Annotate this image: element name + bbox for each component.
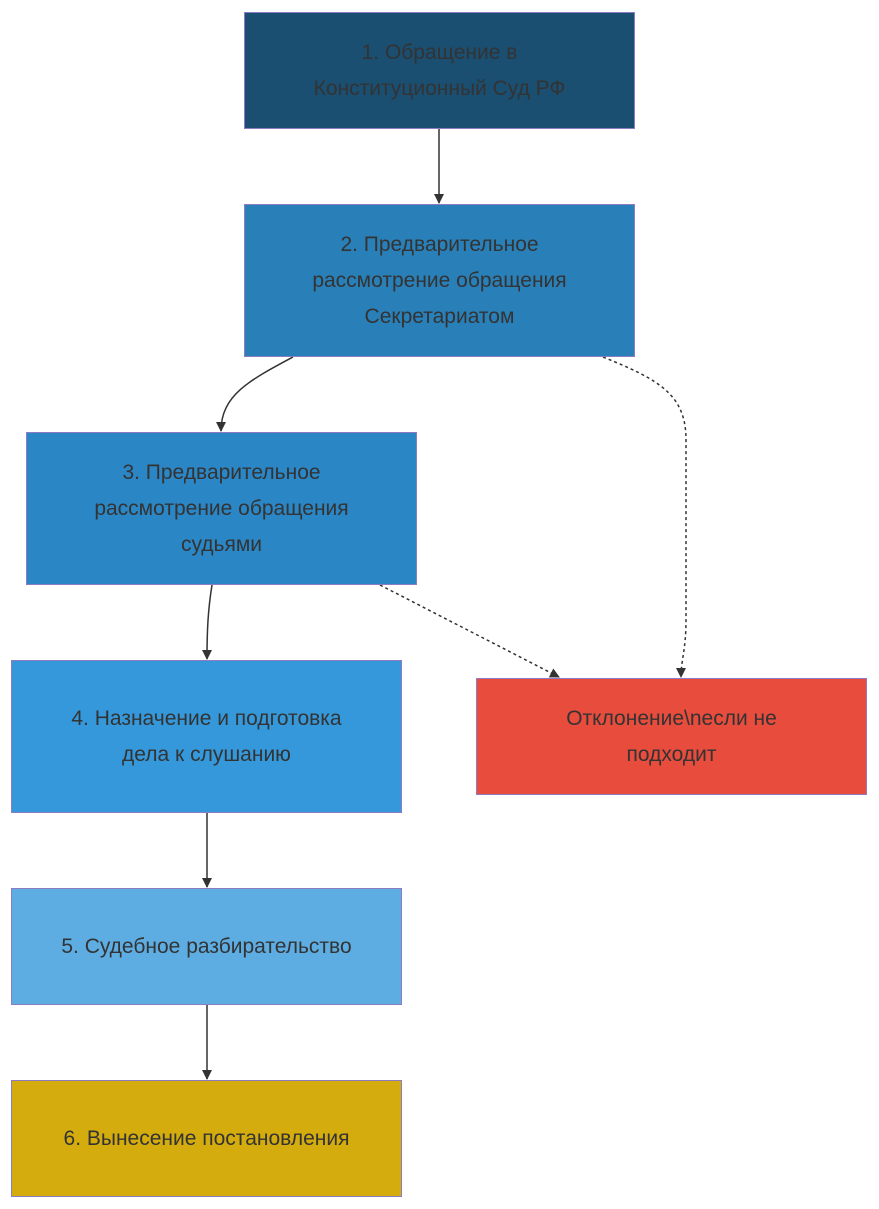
node-rejection: Отклонение\nесли не подходит xyxy=(476,678,867,795)
node-court-hearing: 5. Судебное разбирательство xyxy=(11,888,402,1005)
node-appeal-to-court: 1. Обращение в Конституционный Суд РФ xyxy=(244,12,635,129)
node-appeal-to-court-label: 1. Обращение в Конституционный Суд РФ xyxy=(313,40,566,100)
node-secretariat-review: 2. Предварительное рассмотрение обращени… xyxy=(244,204,635,357)
node-ruling: 6. Вынесение постановления xyxy=(11,1080,402,1197)
node-ruling-label: 6. Вынесение постановления xyxy=(63,1126,350,1150)
node-judges-review: 3. Предварительное рассмотрение обращени… xyxy=(26,432,417,585)
node-judges-review-label: 3. Предварительное рассмотрение обращени… xyxy=(94,460,349,556)
edge-n2-to-rejection xyxy=(602,356,687,678)
node-court-hearing-label: 5. Судебное разбирательство xyxy=(61,934,352,958)
node-case-preparation-label: 4. Назначение и подготовка дела к слушан… xyxy=(71,706,342,766)
edge-n3-to-n4 xyxy=(202,584,213,660)
edge-n2-to-n3 xyxy=(216,356,294,432)
node-secretariat-review-label: 2. Предварительное рассмотрение обращени… xyxy=(312,232,567,328)
node-case-preparation: 4. Назначение и подготовка дела к слушан… xyxy=(11,660,402,813)
node-rejection-label: Отклонение\nесли не подходит xyxy=(566,706,777,766)
edge-n3-to-rejection xyxy=(379,584,560,678)
